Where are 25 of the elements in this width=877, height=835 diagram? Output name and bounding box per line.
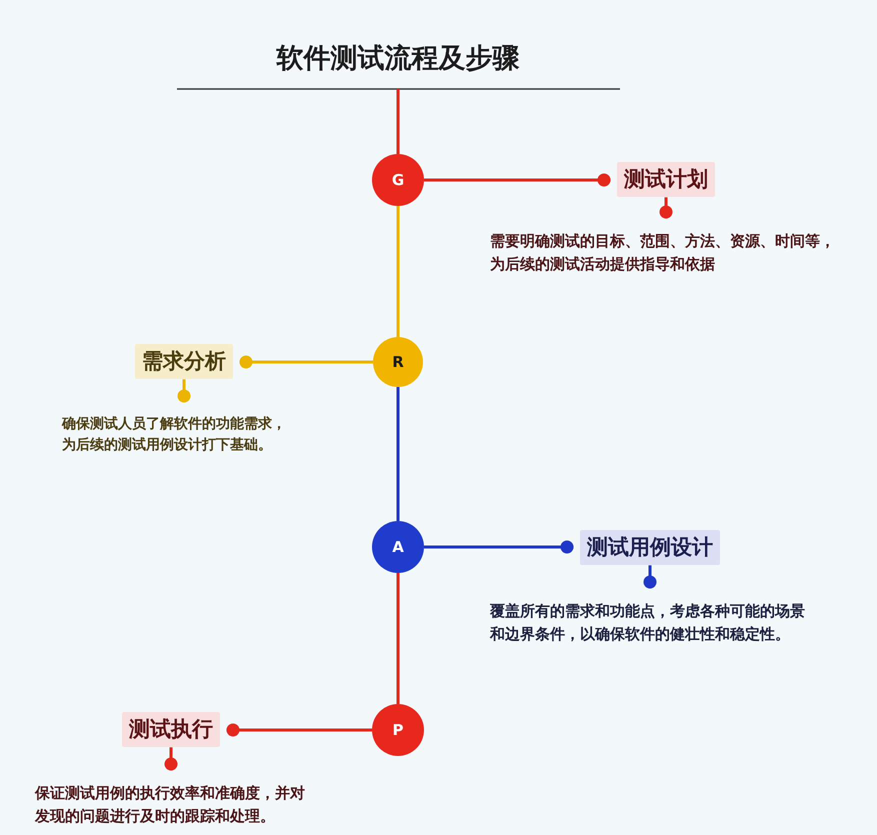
step-title-box: 需求分析 — [135, 344, 233, 380]
connector-line — [424, 540, 574, 554]
leader-line — [660, 197, 672, 218]
step-circle: G — [372, 154, 424, 206]
step-title-box: 测试执行 — [122, 712, 220, 748]
leader-line — [164, 747, 178, 770]
connector-line — [226, 724, 372, 736]
step-circle: P — [372, 704, 424, 756]
step-circle: R — [373, 337, 423, 387]
connector-line — [424, 174, 610, 186]
title: 软件测试流程及步骤 — [276, 42, 520, 76]
description-text: 需要明确测试的目标、范围、方法、资源、时间等，为后续的测试活动提供指导和依据 — [490, 230, 844, 275]
timeline-line — [396, 387, 400, 521]
leader-line — [644, 565, 656, 588]
connector-line — [240, 356, 373, 368]
step-title-box: 测试用例设计 — [580, 530, 720, 566]
description-text: 保证测试用例的执行效率和准确度，并对发现的问题进行及时的跟踪和处理。 — [35, 782, 313, 827]
timeline-line — [396, 573, 400, 704]
step-title-box: 测试计划 — [617, 162, 715, 198]
description-text: 覆盖所有的需求和功能点，考虑各种可能的场景和边界条件，以确保软件的健壮性和稳定性。 — [490, 600, 814, 645]
timeline-line — [396, 206, 400, 337]
description-text: 确保测试人员了解软件的功能需求，为后续的测试用例设计打下基础。 — [62, 414, 294, 456]
step-circle: A — [372, 521, 424, 573]
timeline-line — [396, 89, 400, 154]
leader-line — [178, 379, 190, 402]
